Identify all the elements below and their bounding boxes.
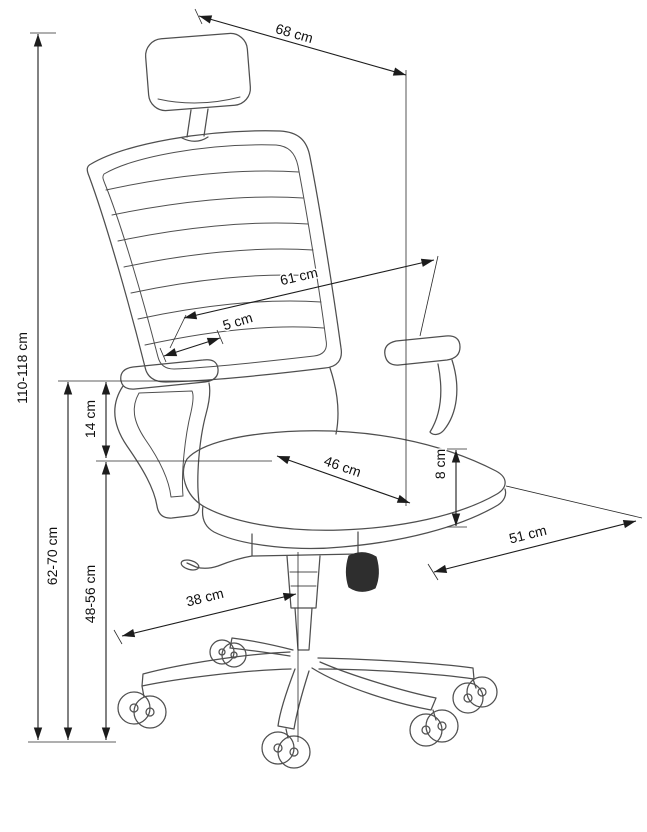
headrest	[144, 32, 252, 142]
caster-front	[261, 728, 311, 769]
dimension-seat-width: 46 cm	[276, 451, 411, 504]
base-star	[141, 637, 475, 730]
dimension-backrest-width: 61 cm	[183, 258, 435, 320]
dimension-seat-depth: 51 cm	[433, 519, 637, 574]
left-armrest	[114, 359, 219, 519]
gas-lift	[286, 555, 321, 651]
extension-lines	[28, 8, 643, 743]
backrest-width-label: 61 cm	[279, 264, 320, 288]
backrest	[86, 130, 343, 435]
casters	[117, 639, 498, 769]
right-armrest	[384, 335, 461, 436]
dimension-seat-height: 48-56 cm	[81, 462, 111, 740]
seat-depth-label: 51 cm	[507, 522, 548, 547]
seat	[182, 430, 507, 550]
seat-height-label: 48-56 cm	[82, 565, 98, 623]
dimension-annotations: 68 cm 110-118 cm 62-70 cm 14 cm 48-56 cm…	[13, 8, 643, 743]
dimension-overall-height: 110-118 cm	[13, 34, 43, 740]
headrest-width-label: 68 cm	[274, 20, 315, 46]
caster-left	[117, 685, 167, 729]
overall-height-label: 110-118 cm	[14, 332, 30, 404]
chair-drawing	[86, 32, 507, 769]
armrest-floor-height-label: 62-70 cm	[44, 527, 60, 585]
armrest-height-label: 14 cm	[82, 400, 98, 438]
dimension-base-leg-span: 38 cm	[121, 583, 297, 638]
dimension-armrest-height: 14 cm	[81, 382, 111, 458]
dimension-armrest-floor-height: 62-70 cm	[43, 382, 73, 740]
caster-back	[209, 639, 247, 668]
dimension-headrest-width: 68 cm	[198, 15, 407, 76]
seat-width-label: 46 cm	[322, 453, 363, 481]
backrest-mesh	[105, 170, 325, 346]
base-leg-span-label: 38 cm	[184, 585, 225, 610]
cushion-thickness-label: 8 cm	[432, 449, 448, 479]
tension-knob	[345, 552, 379, 592]
caster-right-front	[409, 709, 459, 747]
caster-right	[452, 676, 498, 714]
dimension-cushion-thickness: 8 cm	[431, 447, 461, 526]
seat-mechanism	[180, 531, 379, 592]
